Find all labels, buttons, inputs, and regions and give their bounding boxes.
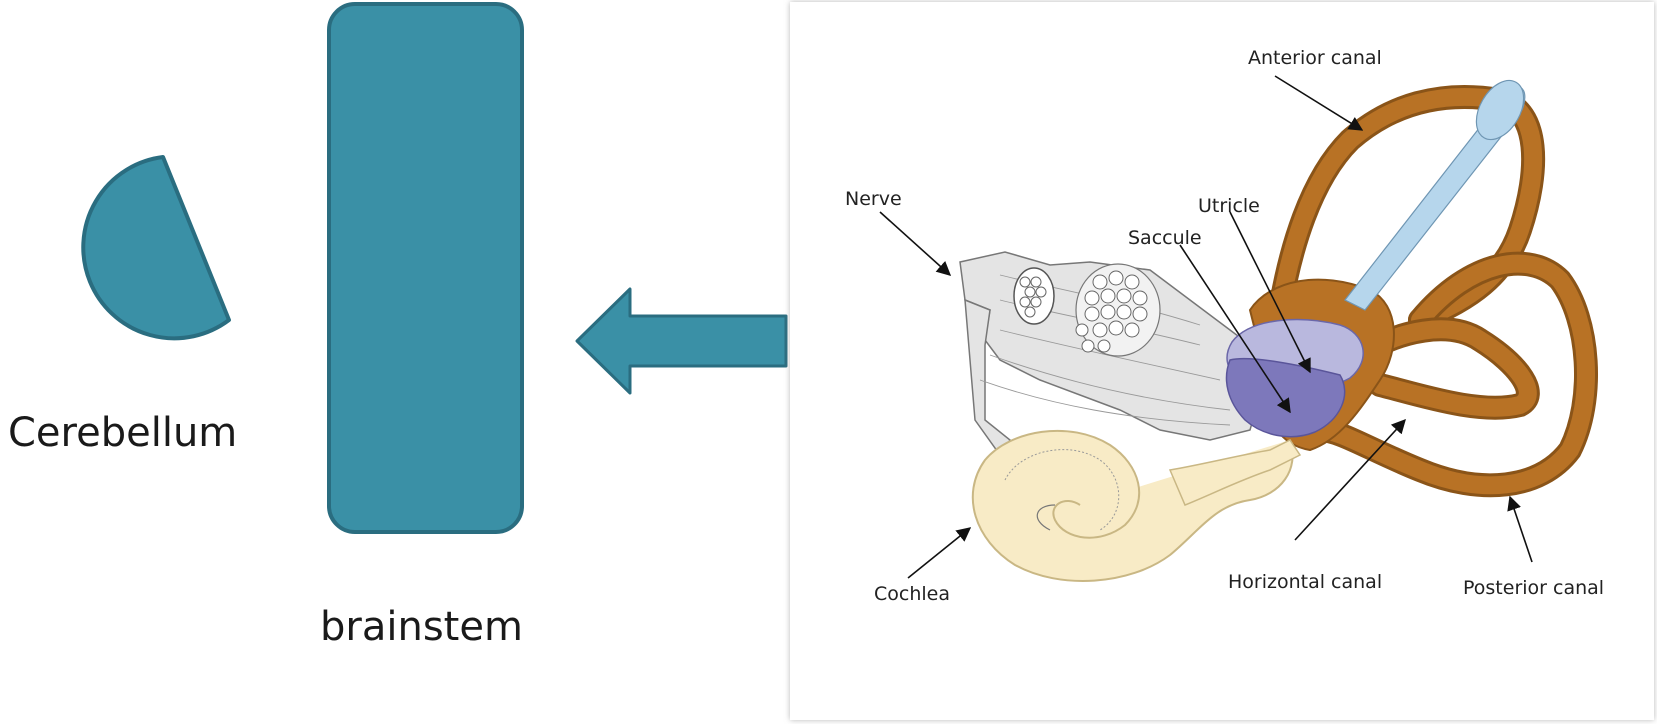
label-posterior-canal: Posterior canal [1463, 577, 1604, 599]
brainstem-label: brainstem [320, 604, 523, 650]
cerebellum-shape [83, 157, 229, 338]
signal-arrow [577, 289, 786, 393]
label-horizontal-canal: Horizontal canal [1228, 571, 1382, 593]
label-saccule: Saccule [1128, 227, 1202, 249]
label-anterior-canal: Anterior canal [1248, 47, 1382, 69]
label-cochlea: Cochlea [874, 583, 950, 605]
inner-ear-figure: Anterior canal Nerve Utricle Saccule Coc… [790, 2, 1654, 720]
cerebellum-label: Cerebellum [8, 410, 237, 456]
brainstem-shape [329, 4, 522, 532]
label-utricle: Utricle [1198, 195, 1260, 217]
label-nerve: Nerve [845, 188, 902, 210]
